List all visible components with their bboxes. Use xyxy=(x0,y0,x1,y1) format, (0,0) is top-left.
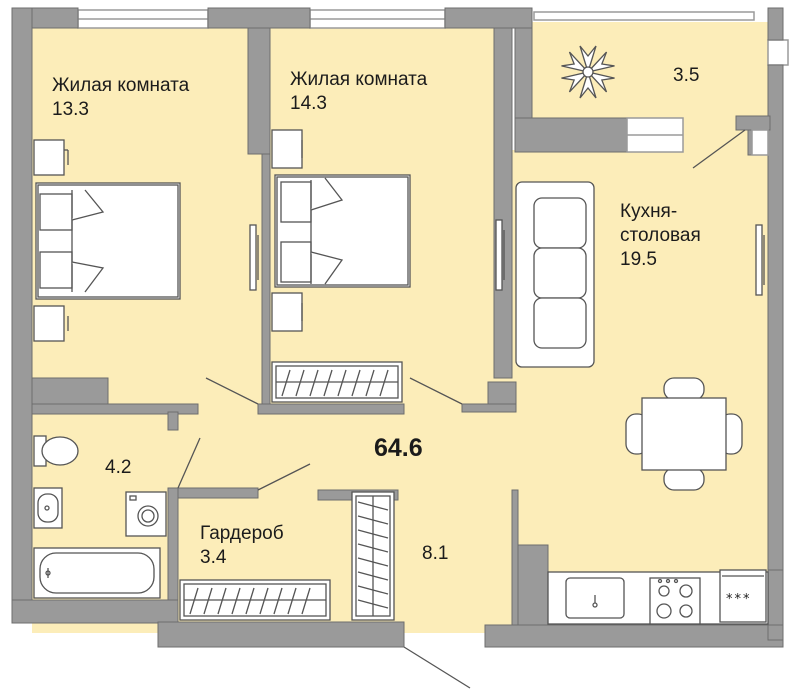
hob-icon xyxy=(649,577,701,625)
sink-icon xyxy=(33,487,63,529)
dining-table-icon xyxy=(625,377,743,491)
plant-icon xyxy=(561,45,615,99)
floor-fill xyxy=(32,22,768,633)
nightstand-icon xyxy=(33,129,303,342)
walls xyxy=(11,7,784,648)
room-label: 3.5 xyxy=(673,65,700,86)
total-area: 64.6 xyxy=(374,434,423,462)
room-label: 8.1 xyxy=(422,543,449,564)
room-label: 4.2 xyxy=(105,457,132,478)
wardrobe-rack-icon xyxy=(271,361,403,403)
wardrobe-rack-icon xyxy=(351,491,395,621)
bathtub-icon xyxy=(33,547,161,599)
tv-icon xyxy=(249,219,765,296)
wardrobe-rack-icon xyxy=(179,579,331,621)
door-swings xyxy=(177,129,746,689)
balcony-window-frame xyxy=(626,117,769,156)
toilet-icon xyxy=(33,435,79,467)
oven-icon xyxy=(719,569,767,623)
stove-symbol: *** xyxy=(726,592,752,607)
double-bed-icon xyxy=(274,174,411,288)
sofa-icon xyxy=(515,181,595,368)
washing-machine-icon xyxy=(125,491,167,537)
double-bed-icon xyxy=(35,182,181,300)
